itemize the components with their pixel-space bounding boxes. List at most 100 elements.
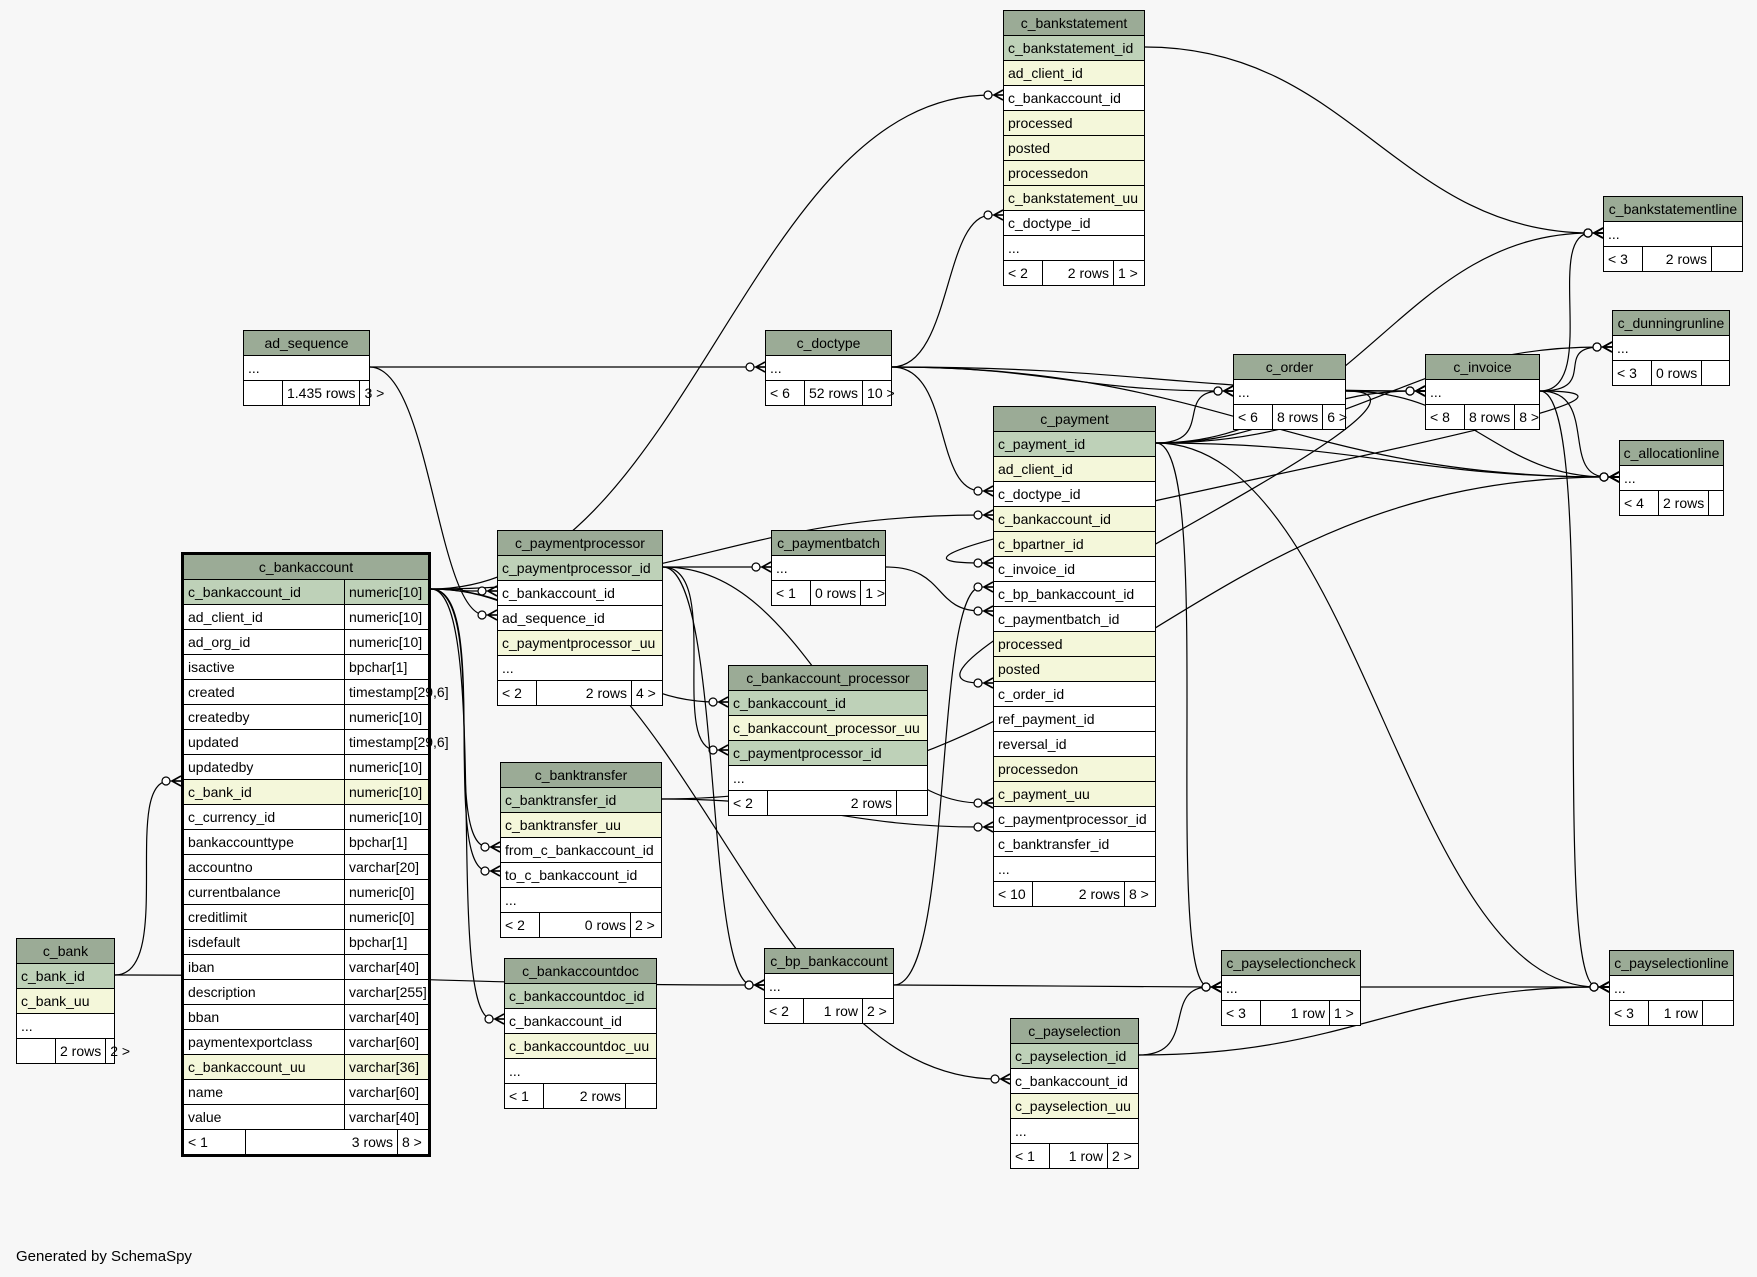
column-row[interactable]: processedon — [1004, 161, 1144, 186]
column-row[interactable]: posted — [994, 657, 1155, 682]
column-row[interactable]: ... — [1222, 976, 1360, 1001]
parents-link[interactable] — [17, 1039, 55, 1063]
column-row[interactable]: ... — [729, 766, 927, 791]
column-row[interactable]: ... — [505, 1059, 656, 1084]
column-row[interactable]: posted — [1004, 136, 1144, 161]
column-row[interactable]: ... — [1613, 336, 1729, 361]
column-row[interactable]: ad_client_id — [994, 457, 1155, 482]
children-link[interactable] — [1701, 361, 1732, 385]
parents-link[interactable]: < 1 — [1015, 1148, 1035, 1164]
column-row[interactable]: c_doctype_id — [994, 482, 1155, 507]
column-row[interactable]: ad_sequence_id — [498, 606, 662, 631]
column-row[interactable]: c_paymentbatch_id — [994, 607, 1155, 632]
parents-link[interactable]: < 3 — [1614, 1005, 1634, 1021]
column-row[interactable]: c_bankaccount_id — [505, 1009, 656, 1034]
parents-link[interactable]: < 6 — [1238, 409, 1258, 425]
column-row[interactable]: ... — [1004, 236, 1144, 261]
children-link[interactable] — [1711, 247, 1742, 271]
children-link[interactable]: 8 > — [1514, 405, 1545, 429]
column-row[interactable]: c_paymentprocessor_uu — [498, 631, 662, 656]
column-row[interactable]: c_bankaccount_processor_uu — [729, 716, 927, 741]
children-link[interactable]: 10 > — [862, 381, 895, 405]
parents-link[interactable]: < 3 — [1226, 1005, 1246, 1021]
parents-link[interactable]: < 4 — [1624, 495, 1644, 511]
column-row[interactable]: c_paymentprocessor_id — [729, 741, 927, 766]
children-link[interactable]: 8 > — [1124, 882, 1155, 906]
column-row[interactable]: processedon — [994, 757, 1155, 782]
column-row[interactable]: c_banktransfer_id — [501, 788, 661, 813]
column-row[interactable]: ... — [1426, 380, 1539, 405]
column-row[interactable]: c_bank_id — [17, 964, 114, 989]
column-row[interactable]: ... — [765, 974, 893, 999]
children-link[interactable]: 6 > — [1322, 405, 1353, 429]
children-link[interactable]: 4 > — [631, 681, 662, 705]
children-link[interactable] — [1702, 1001, 1733, 1025]
column-row[interactable]: ... — [1604, 222, 1742, 247]
column-row[interactable]: c_invoice_id — [994, 557, 1155, 582]
column-row[interactable]: c_bankaccount_id — [1011, 1069, 1138, 1094]
parents-link[interactable] — [244, 381, 282, 405]
column-row[interactable]: c_payment_id — [994, 432, 1155, 457]
column-row[interactable]: from_c_bankaccount_id — [501, 838, 661, 863]
column-row[interactable]: ... — [994, 857, 1155, 882]
children-link[interactable]: 1 > — [1113, 261, 1144, 285]
parents-link[interactable]: < 3 — [1617, 365, 1637, 381]
column-row[interactable]: c_bankstatement_uu — [1004, 186, 1144, 211]
column-row[interactable]: c_banktransfer_uu — [501, 813, 661, 838]
column-row[interactable]: ad_client_id — [1004, 61, 1144, 86]
column-row[interactable]: ... — [17, 1014, 114, 1039]
children-link[interactable] — [1708, 491, 1739, 515]
parents-link[interactable]: < 3 — [1608, 251, 1628, 267]
column-row[interactable]: c_bp_bankaccount_id — [994, 582, 1155, 607]
column-row[interactable]: c_payselection_uu — [1011, 1094, 1138, 1119]
column-row[interactable]: c_bankstatement_id — [1004, 36, 1144, 61]
column-row[interactable]: ref_payment_id — [994, 707, 1155, 732]
column-row[interactable]: c_doctype_id — [1004, 211, 1144, 236]
parents-link[interactable]: < 1 — [188, 1134, 208, 1150]
children-link[interactable]: 2 > — [862, 999, 893, 1023]
column-row[interactable]: c_bankaccount_id — [729, 691, 927, 716]
column-row[interactable]: c_bank_uu — [17, 989, 114, 1014]
parents-link[interactable]: < 1 — [776, 585, 796, 601]
parents-link[interactable]: < 2 — [1008, 265, 1028, 281]
children-link[interactable]: 8 > — [397, 1130, 428, 1154]
column-row[interactable]: c_bankaccountdoc_uu — [505, 1034, 656, 1059]
column-row[interactable]: ... — [1610, 976, 1733, 1001]
parents-link[interactable]: < 8 — [1430, 409, 1450, 425]
column-row[interactable]: ... — [244, 356, 369, 381]
parents-link[interactable]: < 6 — [770, 385, 790, 401]
